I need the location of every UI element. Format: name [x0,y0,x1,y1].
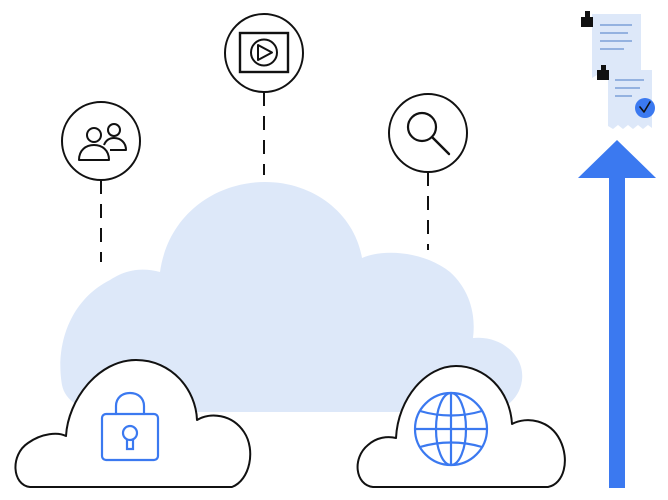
connector-lines [100,92,429,262]
arrow-up-icon [578,140,656,488]
documents-icon [581,11,655,129]
document-front [597,65,655,129]
document-back [581,11,641,79]
lock-cloud [14,359,252,488]
search-icon [388,93,468,173]
video-play-icon [224,13,304,93]
users-icon [61,101,141,181]
globe-icon [413,391,489,467]
globe-cloud [356,365,566,488]
background-cloud [60,182,523,412]
padlock-icon [100,391,160,462]
checkmark-icon [635,98,655,118]
